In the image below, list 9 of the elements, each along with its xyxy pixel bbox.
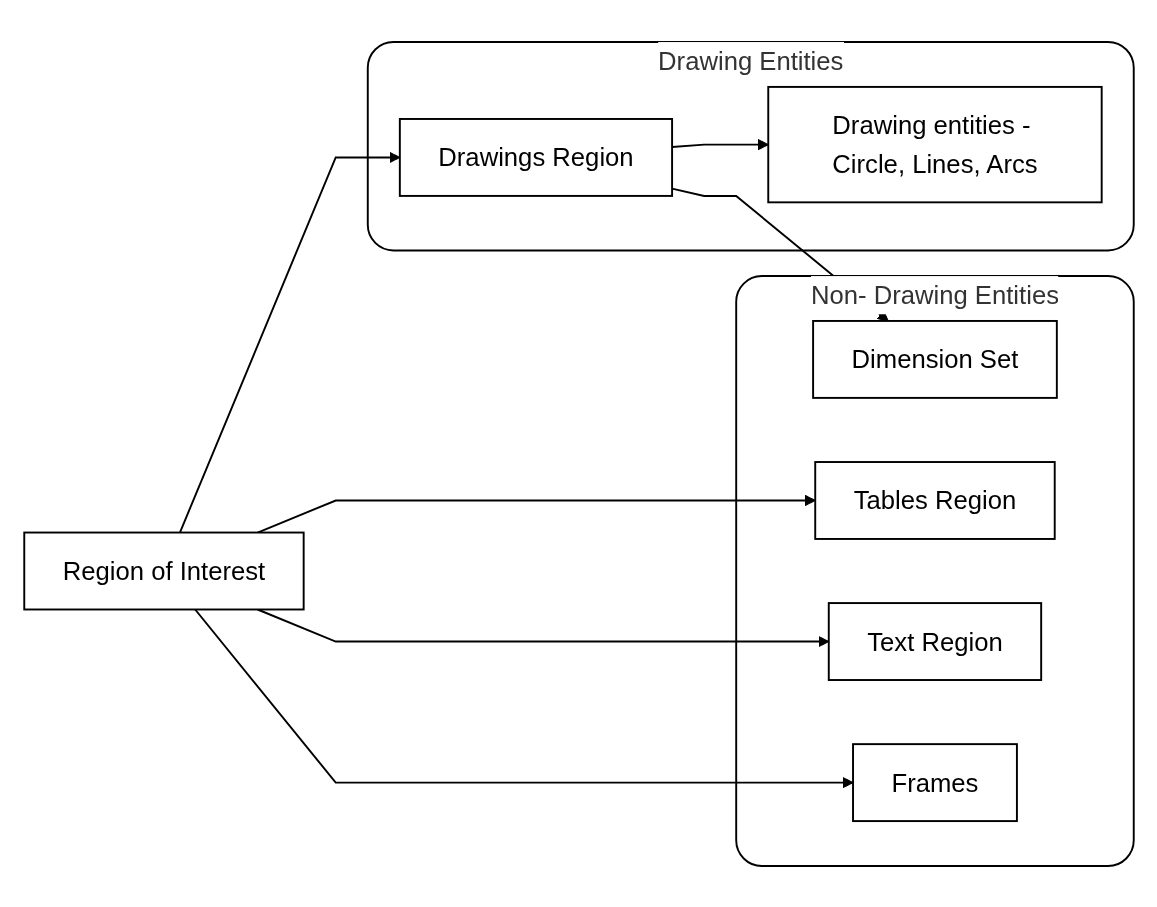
node-box: Dimension Set — [811, 319, 1058, 399]
node-box: Drawings Region — [398, 117, 673, 197]
node-box: Region of Interest — [22, 531, 305, 610]
node-box: Text Region — [827, 601, 1042, 681]
node-box: Frames — [851, 742, 1018, 822]
node-box: Tables Region — [813, 460, 1056, 540]
arrow — [256, 608, 829, 647]
arrow — [178, 151, 400, 533]
node-box: Drawing entities - Circle, Lines, Arcs — [766, 85, 1103, 203]
